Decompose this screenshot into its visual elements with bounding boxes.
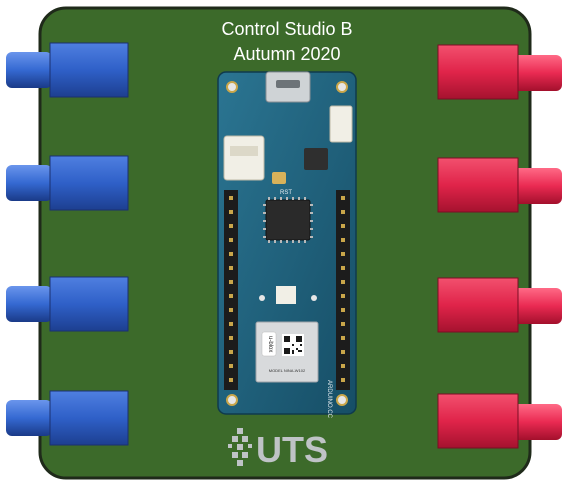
reset-button xyxy=(272,172,286,184)
mounting-hole xyxy=(336,394,348,406)
input-connector-1 xyxy=(6,42,129,98)
input-connector-3 xyxy=(6,276,129,332)
input-connector-2 xyxy=(6,155,129,211)
battery-connector xyxy=(223,135,265,181)
inductor xyxy=(304,148,328,170)
output-connector-4 xyxy=(437,393,562,449)
board-side-label: ARDUINO.CC xyxy=(326,380,332,419)
main-processor-chip xyxy=(265,199,311,241)
small-chip xyxy=(276,286,296,304)
mounting-hole xyxy=(226,394,238,406)
module-brand-label: u-blox xyxy=(267,336,273,352)
right-pin-header xyxy=(336,190,350,390)
left-pin-header xyxy=(224,190,238,390)
uts-logo-mark xyxy=(228,428,252,466)
module-model-label: MODEL NINA-W102 xyxy=(269,368,306,373)
reset-label: RST xyxy=(280,190,292,196)
uts-logo-text: UTS xyxy=(256,429,328,470)
input-connector-4 xyxy=(6,390,129,446)
title-line-2: Autumn 2020 xyxy=(233,44,340,64)
microcontroller-board: RST ARDUINO.CC u-blox xyxy=(217,71,357,419)
mounting-hole xyxy=(226,81,238,93)
output-connector-1 xyxy=(437,44,562,100)
mounting-hole xyxy=(336,81,348,93)
uts-logo: UTS xyxy=(228,428,328,470)
antenna-connector xyxy=(329,105,353,143)
output-connector-3 xyxy=(437,277,562,333)
title-line-1: Control Studio B xyxy=(221,19,352,39)
output-connector-2 xyxy=(437,157,562,213)
wifi-module: u-blox MODEL NINA-W102 xyxy=(255,321,319,383)
